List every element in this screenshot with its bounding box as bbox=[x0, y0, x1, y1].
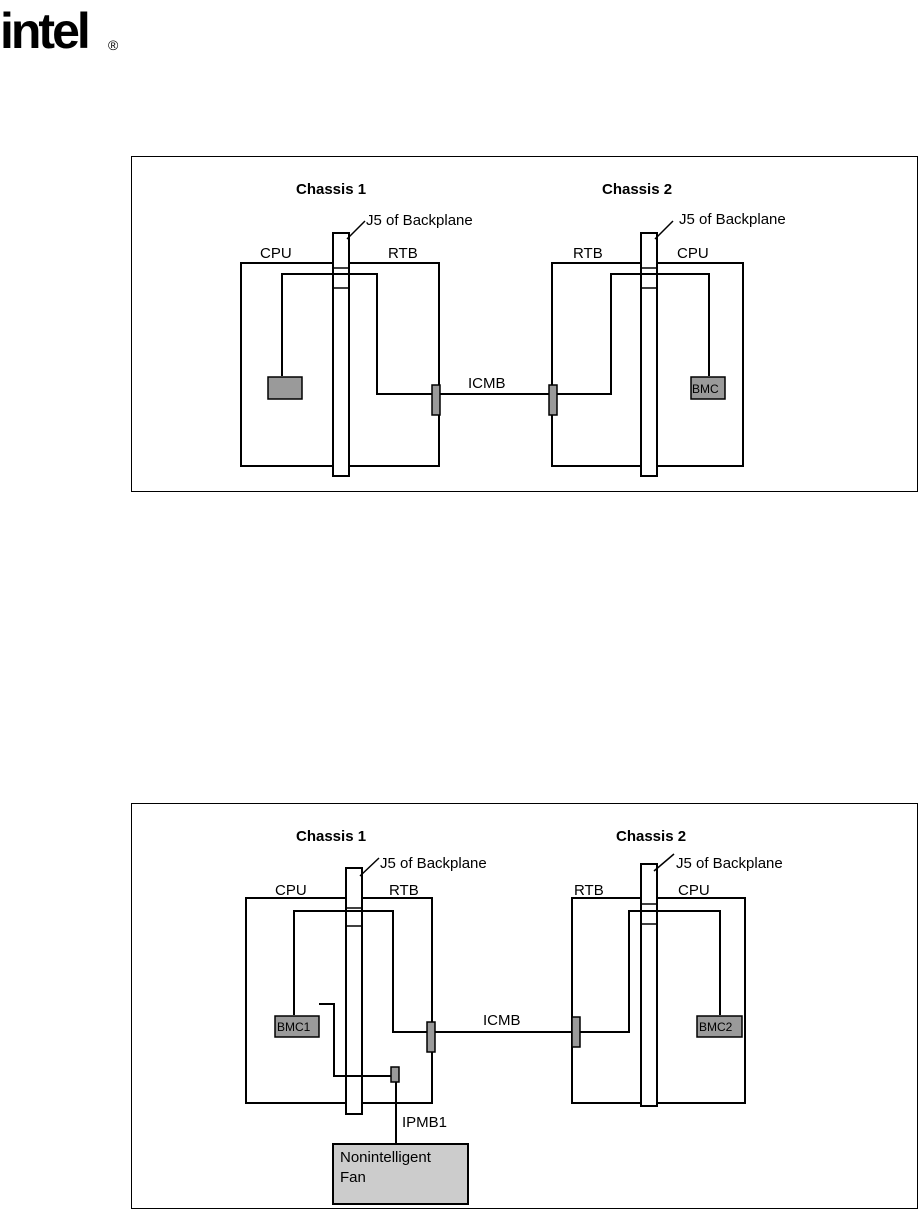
icmb-connector-1 bbox=[426, 1021, 436, 1053]
chassis-1-icmb-wiring bbox=[293, 910, 428, 1033]
chassis-1-box bbox=[245, 897, 433, 1104]
bmc-chip-2 bbox=[690, 376, 726, 400]
chassis-2-icmb-wiring bbox=[577, 910, 721, 1033]
cpu-label-1: CPU bbox=[260, 245, 292, 262]
figure-1-icmb-topology: BMC Chassis 1 Chassis 2 J5 of Backplane … bbox=[131, 156, 918, 492]
cpu-label-1: CPU bbox=[275, 882, 307, 899]
chassis-2-box bbox=[571, 897, 746, 1104]
chassis-1-title: Chassis 1 bbox=[296, 828, 366, 845]
icmb-label: ICMB bbox=[468, 375, 506, 392]
nonintelligent-fan-box bbox=[332, 1143, 469, 1205]
bmc2-chip bbox=[696, 1015, 743, 1038]
chassis-1-title: Chassis 1 bbox=[296, 181, 366, 198]
bmc2-label: BMC2 bbox=[699, 1020, 733, 1034]
figure-1-diagram: BMC Chassis 1 Chassis 2 J5 of Backplane … bbox=[240, 181, 786, 477]
icmb-connector-1 bbox=[431, 384, 441, 416]
rtb-label-1: RTB bbox=[389, 882, 419, 899]
rtb-label-2: RTB bbox=[574, 882, 604, 899]
bmc1-label: BMC1 bbox=[277, 1020, 311, 1034]
fan-label-line2: Fan bbox=[340, 1169, 366, 1186]
cpu-label-2: CPU bbox=[678, 882, 710, 899]
chassis-1-backplane bbox=[332, 232, 350, 477]
rtb-label-2: RTB bbox=[573, 245, 603, 262]
icmb-connector-2 bbox=[571, 1016, 581, 1048]
logo-text: intel bbox=[0, 3, 88, 59]
chassis-2-title: Chassis 2 bbox=[616, 828, 686, 845]
registered-mark: ® bbox=[108, 37, 119, 53]
icmb-connector-2 bbox=[548, 384, 558, 416]
j5-label-1: J5 of Backplane bbox=[366, 212, 473, 229]
bmc1-chip bbox=[274, 1015, 320, 1038]
chassis-2-wiring bbox=[556, 273, 710, 395]
j5-label-2: J5 of Backplane bbox=[679, 211, 786, 228]
chassis-1-backplane bbox=[345, 867, 363, 1115]
bmc-label-2: BMC bbox=[692, 382, 719, 396]
chassis-2-title: Chassis 2 bbox=[602, 181, 672, 198]
icmb-label: ICMB bbox=[483, 1012, 521, 1029]
chassis-1-ipmb-wiring bbox=[319, 1003, 391, 1077]
cpu-label-2: CPU bbox=[677, 245, 709, 262]
j5-label-1: J5 of Backplane bbox=[380, 855, 487, 872]
bmc-chip-1 bbox=[267, 376, 303, 400]
intel-logo: intel ® bbox=[0, 3, 119, 59]
j5-label-2: J5 of Backplane bbox=[676, 855, 783, 872]
figure-2-diagram: BMC1 BMC2 Nonintelligent Fan Chassis 1 C… bbox=[245, 828, 783, 1205]
chassis-2-backplane bbox=[640, 863, 658, 1107]
fan-label-line1: Nonintelligent bbox=[340, 1149, 432, 1166]
figure-2-icmb-ipmb-topology: BMC1 BMC2 Nonintelligent Fan Chassis 1 C… bbox=[131, 803, 918, 1209]
ipmb1-label: IPMB1 bbox=[402, 1114, 447, 1131]
chassis-2-backplane bbox=[640, 232, 658, 477]
rtb-label-1: RTB bbox=[388, 245, 418, 262]
ipmb-connector bbox=[390, 1066, 400, 1083]
chassis-1-wiring bbox=[281, 273, 432, 395]
